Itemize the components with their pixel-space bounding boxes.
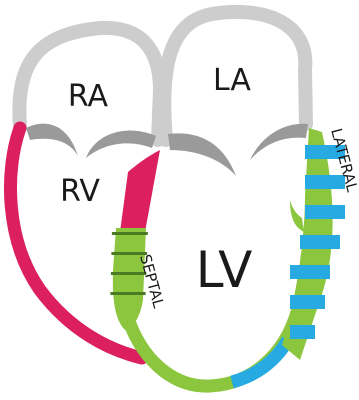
lv-label: LV [196, 241, 253, 299]
lateral-blue-segment [290, 265, 330, 279]
mitral-valve-right [250, 124, 308, 160]
left-ventricle-apex-wall [128, 300, 300, 386]
tricuspid-valve-left [26, 124, 78, 156]
septum-upper-wall [120, 150, 160, 232]
septum-stripe [108, 232, 150, 235]
la-label: LA [213, 63, 251, 98]
tricuspid-valve-right [86, 131, 156, 158]
ra-label: RA [68, 79, 109, 114]
lateral-blue-segment [305, 205, 345, 219]
mitral-valve-left [168, 133, 236, 176]
lateral-blue-segment [285, 295, 325, 309]
septum-stripe [108, 292, 150, 295]
lateral-blue-segment [305, 175, 345, 189]
rv-label: RV [60, 174, 100, 209]
lateral-blue-segment [300, 235, 340, 249]
papillary-notch [290, 200, 304, 232]
